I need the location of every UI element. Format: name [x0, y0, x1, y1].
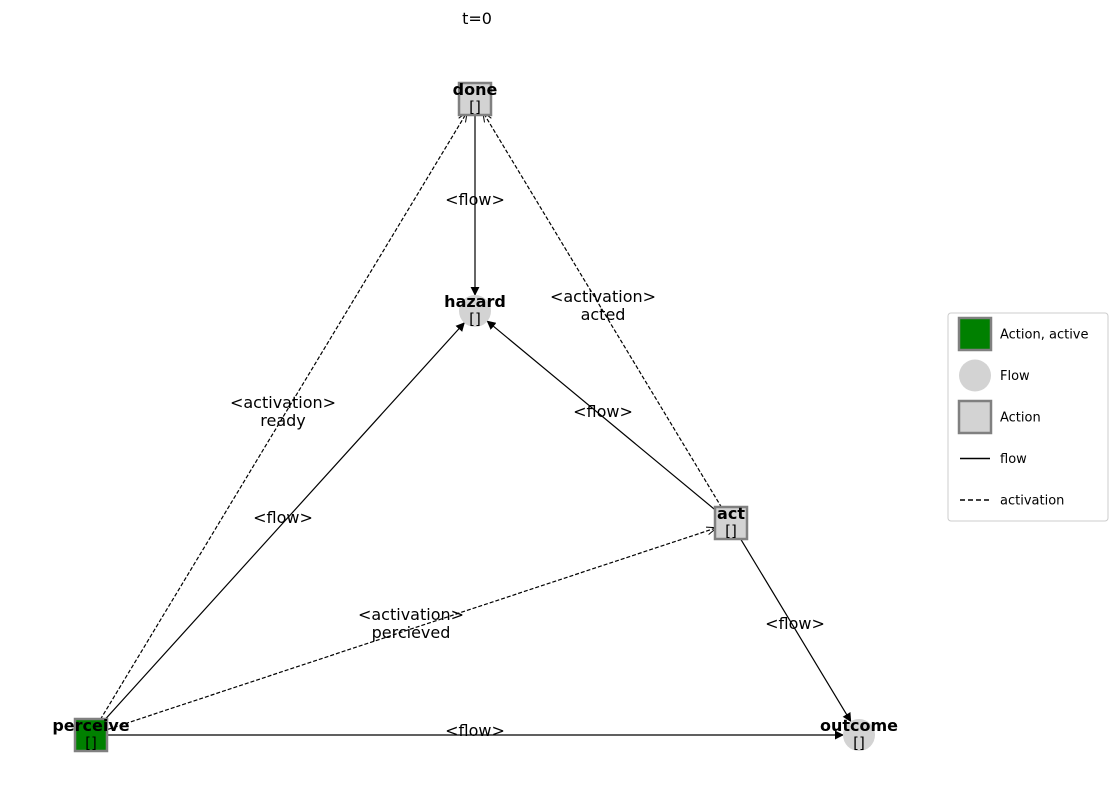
legend-label-1: Flow — [1000, 369, 1030, 384]
edge-label-perceive-act-1: percieved — [372, 623, 451, 642]
edge-label-perceive-act-0: <activation> — [358, 605, 464, 624]
edge-label-perceive-done-0: <activation> — [230, 393, 336, 412]
edge-perceive-hazard — [94, 322, 465, 731]
edge-label-perceive-outcome-0: <flow> — [445, 721, 505, 740]
edge-label-act-done-0: <activation> — [550, 287, 656, 306]
node-state-perceive: [] — [85, 734, 97, 752]
flow-circle-outcome — [843, 719, 875, 751]
diagram-title: t=0 — [462, 9, 492, 28]
action-square-perceive — [73, 717, 109, 753]
legend-label-0: Action, active — [1000, 328, 1089, 343]
node-outcome: outcome[] — [820, 716, 898, 752]
node-name-hazard: hazard — [444, 292, 506, 311]
node-name-outcome: outcome — [820, 716, 898, 735]
action-square-act — [713, 505, 749, 541]
nodes-layer: done[]hazard[]act[]perceive[]outcome[] — [52, 80, 898, 753]
edge-labels-layer: <flow><activation>acted<activation>ready… — [230, 190, 825, 740]
node-state-done: [] — [469, 98, 481, 116]
node-name-done: done — [453, 80, 498, 99]
edge-act-outcome — [733, 527, 852, 723]
edge-label-perceive-hazard-0: <flow> — [253, 508, 313, 527]
flow-circle-hazard — [459, 295, 491, 327]
edge-label-act-done-1: acted — [581, 305, 626, 324]
action-square-done — [457, 81, 493, 117]
node-state-hazard: [] — [469, 310, 481, 328]
legend-action-square-icon — [957, 399, 993, 435]
legend-active-action-square-icon — [957, 316, 993, 352]
legend-label-4: activation — [1000, 494, 1064, 509]
node-act: act[] — [713, 504, 749, 541]
edge-act-done — [483, 113, 729, 519]
edges-layer — [93, 105, 852, 740]
node-done: done[] — [453, 80, 498, 117]
legend-label-2: Action — [1000, 411, 1041, 426]
edge-label-done-hazard-0: <flow> — [445, 190, 505, 209]
legend-frame — [947, 312, 1109, 522]
edge-perceive-act — [96, 528, 716, 734]
node-perceive: perceive[] — [52, 716, 130, 753]
node-state-act: [] — [725, 522, 737, 540]
node-name-act: act — [717, 504, 745, 523]
node-name-perceive: perceive — [52, 716, 129, 735]
edge-label-act-outcome-0: <flow> — [765, 614, 825, 633]
legend-label-3: flow — [1000, 452, 1027, 467]
edge-perceive-done — [93, 113, 467, 731]
node-hazard: hazard[] — [444, 292, 506, 328]
legend-flow-circle-icon — [959, 359, 991, 392]
edge-label-perceive-done-1: ready — [260, 411, 306, 430]
node-state-outcome: [] — [853, 734, 865, 752]
edge-act-hazard — [486, 320, 727, 520]
edge-label-act-hazard-0: <flow> — [573, 402, 633, 421]
